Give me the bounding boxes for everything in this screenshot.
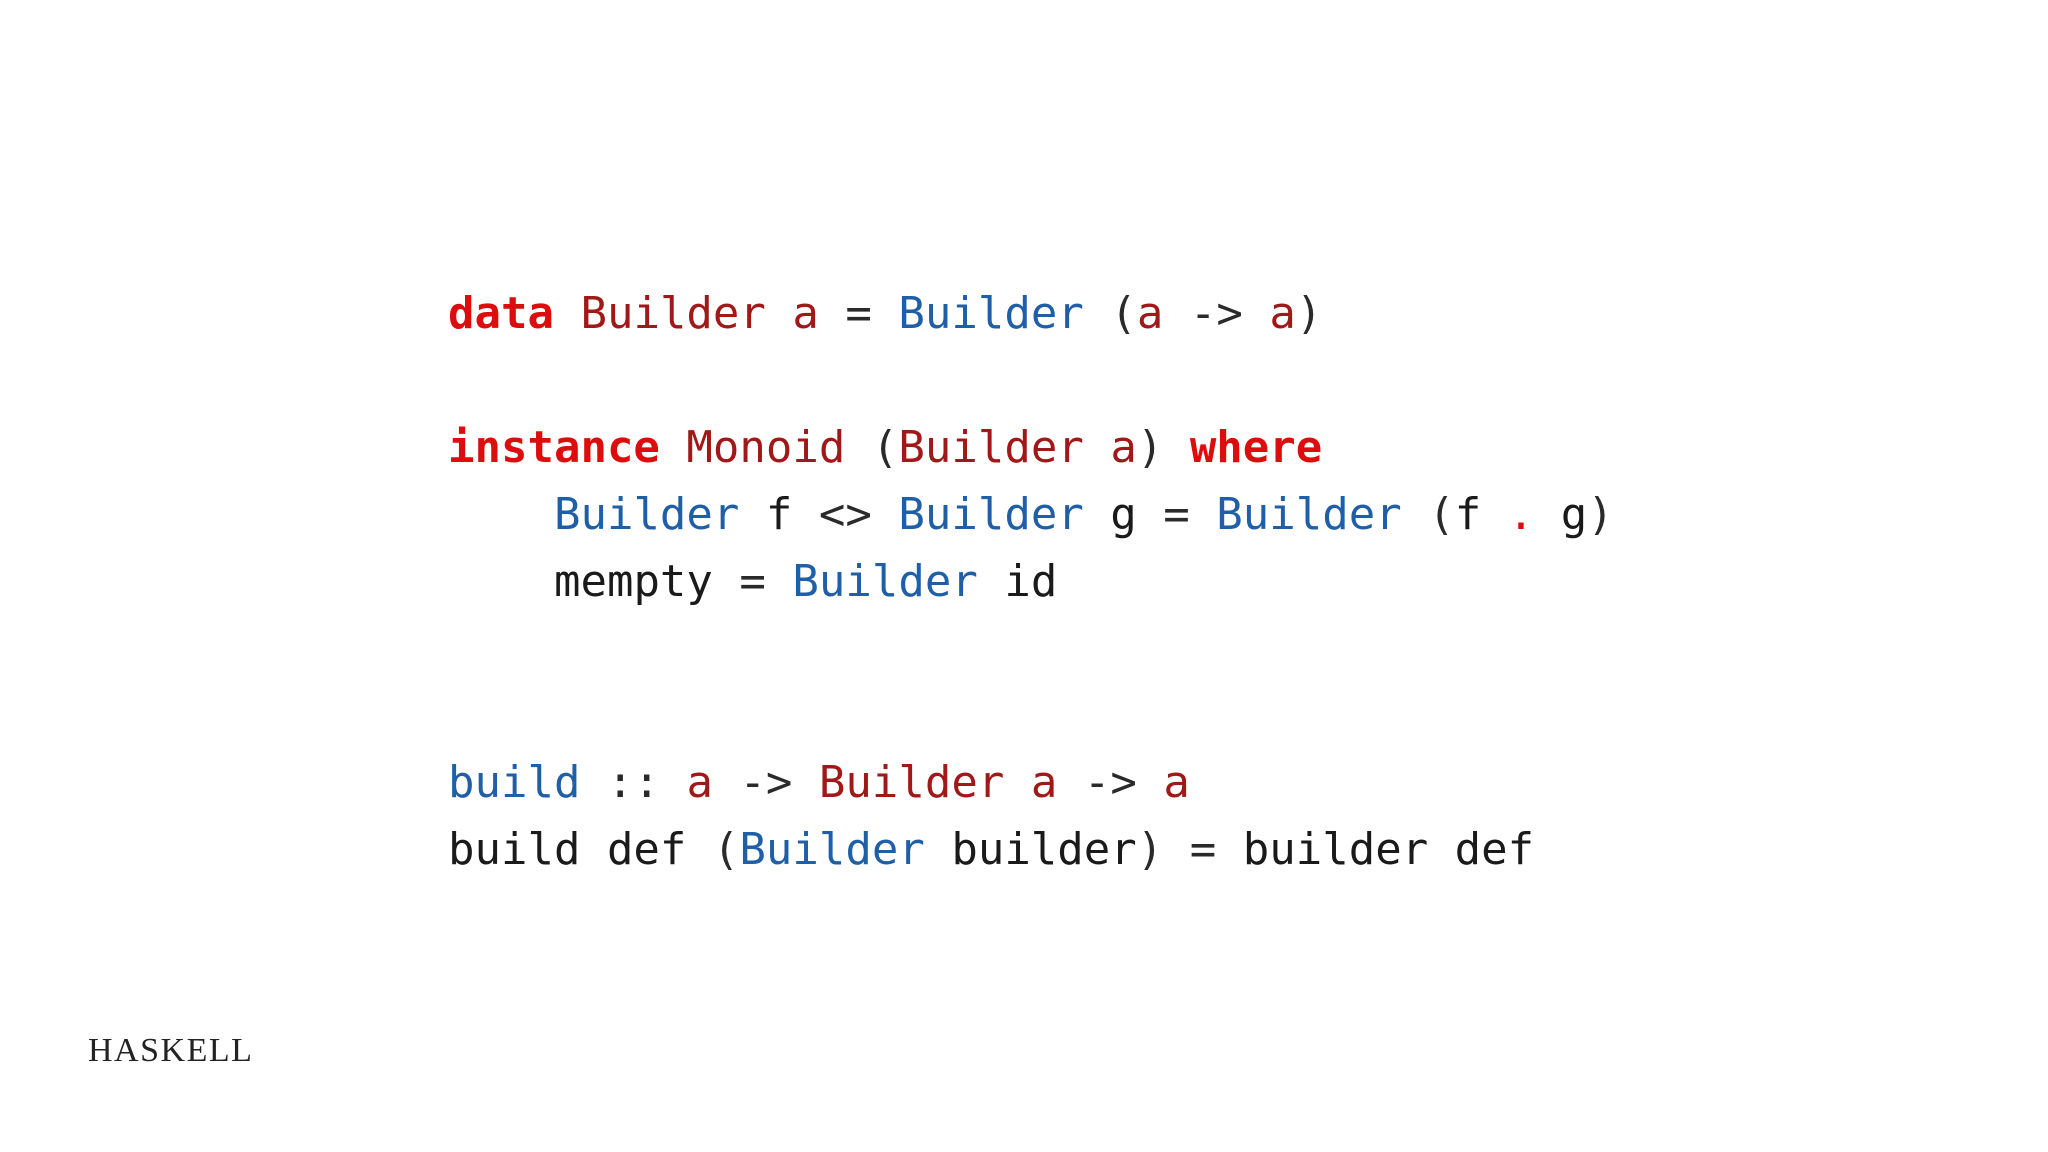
line-build-signature: build :: a -> Builder a -> a bbox=[448, 749, 1614, 816]
code-token-plain bbox=[580, 757, 607, 808]
line-gap-3 bbox=[448, 682, 1614, 749]
code-token-type: a bbox=[686, 757, 713, 808]
code-token-plain bbox=[713, 757, 740, 808]
code-token-type: a bbox=[1136, 288, 1164, 339]
code-token-plain bbox=[1004, 757, 1031, 808]
line-instance-head: instance Monoid (Builder a) where bbox=[448, 414, 1614, 481]
code-token-con: Builder bbox=[898, 288, 1084, 339]
code-token-plain bbox=[819, 288, 846, 339]
code-token-punct: = bbox=[1189, 824, 1217, 875]
code-token-plain: build def bbox=[448, 824, 713, 875]
code-token-plain bbox=[1084, 288, 1111, 339]
code-token-punct: ( bbox=[1110, 288, 1137, 339]
code-token-type: a bbox=[1269, 288, 1296, 339]
code-token-plain bbox=[845, 422, 872, 473]
code-token-plain bbox=[1163, 288, 1190, 339]
code-token-plain bbox=[713, 556, 740, 607]
line-mempty: mempty = Builder id bbox=[448, 548, 1614, 615]
code-token-punct: <> bbox=[818, 489, 872, 540]
code-token-punct: = bbox=[845, 288, 872, 339]
code-token-plain bbox=[660, 422, 687, 473]
code-token-punct: ) bbox=[1136, 824, 1164, 875]
line-build-definition: build def (Builder builder) = builder de… bbox=[448, 816, 1614, 883]
code-token-plain: mempty bbox=[553, 556, 713, 607]
code-token-plain: id bbox=[1004, 556, 1058, 607]
code-token-type: Monoid bbox=[686, 422, 846, 473]
code-token-plain: f bbox=[1454, 489, 1508, 540]
code-token-con: Builder bbox=[792, 556, 978, 607]
code-token-plain bbox=[1163, 824, 1190, 875]
code-token-punct: ) bbox=[1136, 422, 1164, 473]
code-token-plain bbox=[1137, 757, 1164, 808]
code-token-punct: ( bbox=[1428, 489, 1455, 540]
code-token-plain bbox=[1190, 489, 1217, 540]
line-mappend: Builder f <> Builder g = Builder (f . g) bbox=[448, 481, 1614, 548]
code-token-punct: -> bbox=[1083, 757, 1137, 808]
code-token-punct: -> bbox=[739, 757, 793, 808]
code-token-plain bbox=[1163, 422, 1190, 473]
line-gap-2 bbox=[448, 615, 1614, 682]
code-token-plain bbox=[978, 556, 1005, 607]
code-token-punct: :: bbox=[606, 757, 660, 808]
code-token-punct: = bbox=[1163, 489, 1190, 540]
code-token-con: Builder bbox=[739, 824, 925, 875]
haskell-code-block: data Builder a = Builder (a -> a)instanc… bbox=[448, 280, 1614, 883]
code-token-plain: f bbox=[739, 489, 819, 540]
code-token-plain bbox=[792, 757, 819, 808]
code-token-type: a bbox=[792, 288, 819, 339]
code-token-punct: ) bbox=[1587, 489, 1614, 540]
code-token-type: Builder bbox=[580, 288, 766, 339]
code-token-plain: builder def bbox=[1216, 824, 1535, 875]
code-token-plain bbox=[448, 489, 554, 540]
code-token-keyword: data bbox=[448, 288, 554, 339]
code-token-plain: builder bbox=[924, 824, 1137, 875]
code-token-punct: -> bbox=[1189, 288, 1243, 339]
code-token-type: a bbox=[1163, 757, 1190, 808]
code-token-plain bbox=[1084, 422, 1111, 473]
code-token-punct: ) bbox=[1295, 288, 1323, 339]
code-token-fn: build bbox=[448, 757, 581, 808]
code-token-punct: = bbox=[739, 556, 766, 607]
footer-brand-label: HASKELL bbox=[88, 1032, 254, 1069]
code-token-punct: ( bbox=[871, 422, 899, 473]
code-token-con: Builder bbox=[898, 489, 1084, 540]
code-token-keyword: instance bbox=[448, 422, 660, 473]
code-token-plain: g bbox=[1534, 489, 1588, 540]
code-token-plain bbox=[554, 288, 581, 339]
code-token-plain bbox=[1402, 489, 1429, 540]
code-token-punct: ( bbox=[712, 824, 740, 875]
code-token-type: a bbox=[1110, 422, 1137, 473]
code-token-plain: g bbox=[1083, 489, 1164, 540]
code-token-plain bbox=[766, 288, 793, 339]
code-token-op-red: . bbox=[1507, 489, 1535, 540]
code-token-plain bbox=[1057, 757, 1084, 808]
code-token-plain bbox=[872, 288, 899, 339]
code-token-keyword: where bbox=[1189, 422, 1323, 473]
code-token-type: a bbox=[1030, 757, 1058, 808]
code-token-plain bbox=[448, 556, 554, 607]
code-token-plain bbox=[1243, 288, 1270, 339]
code-token-plain bbox=[660, 757, 687, 808]
code-token-type: Builder bbox=[818, 757, 1005, 808]
code-token-con: Builder bbox=[553, 489, 740, 540]
code-token-type: Builder bbox=[898, 422, 1084, 473]
line-gap-1 bbox=[448, 347, 1614, 414]
line-data-decl: data Builder a = Builder (a -> a) bbox=[448, 280, 1614, 347]
code-token-con: Builder bbox=[1216, 489, 1402, 540]
code-token-plain bbox=[872, 489, 899, 540]
code-token-plain bbox=[766, 556, 793, 607]
